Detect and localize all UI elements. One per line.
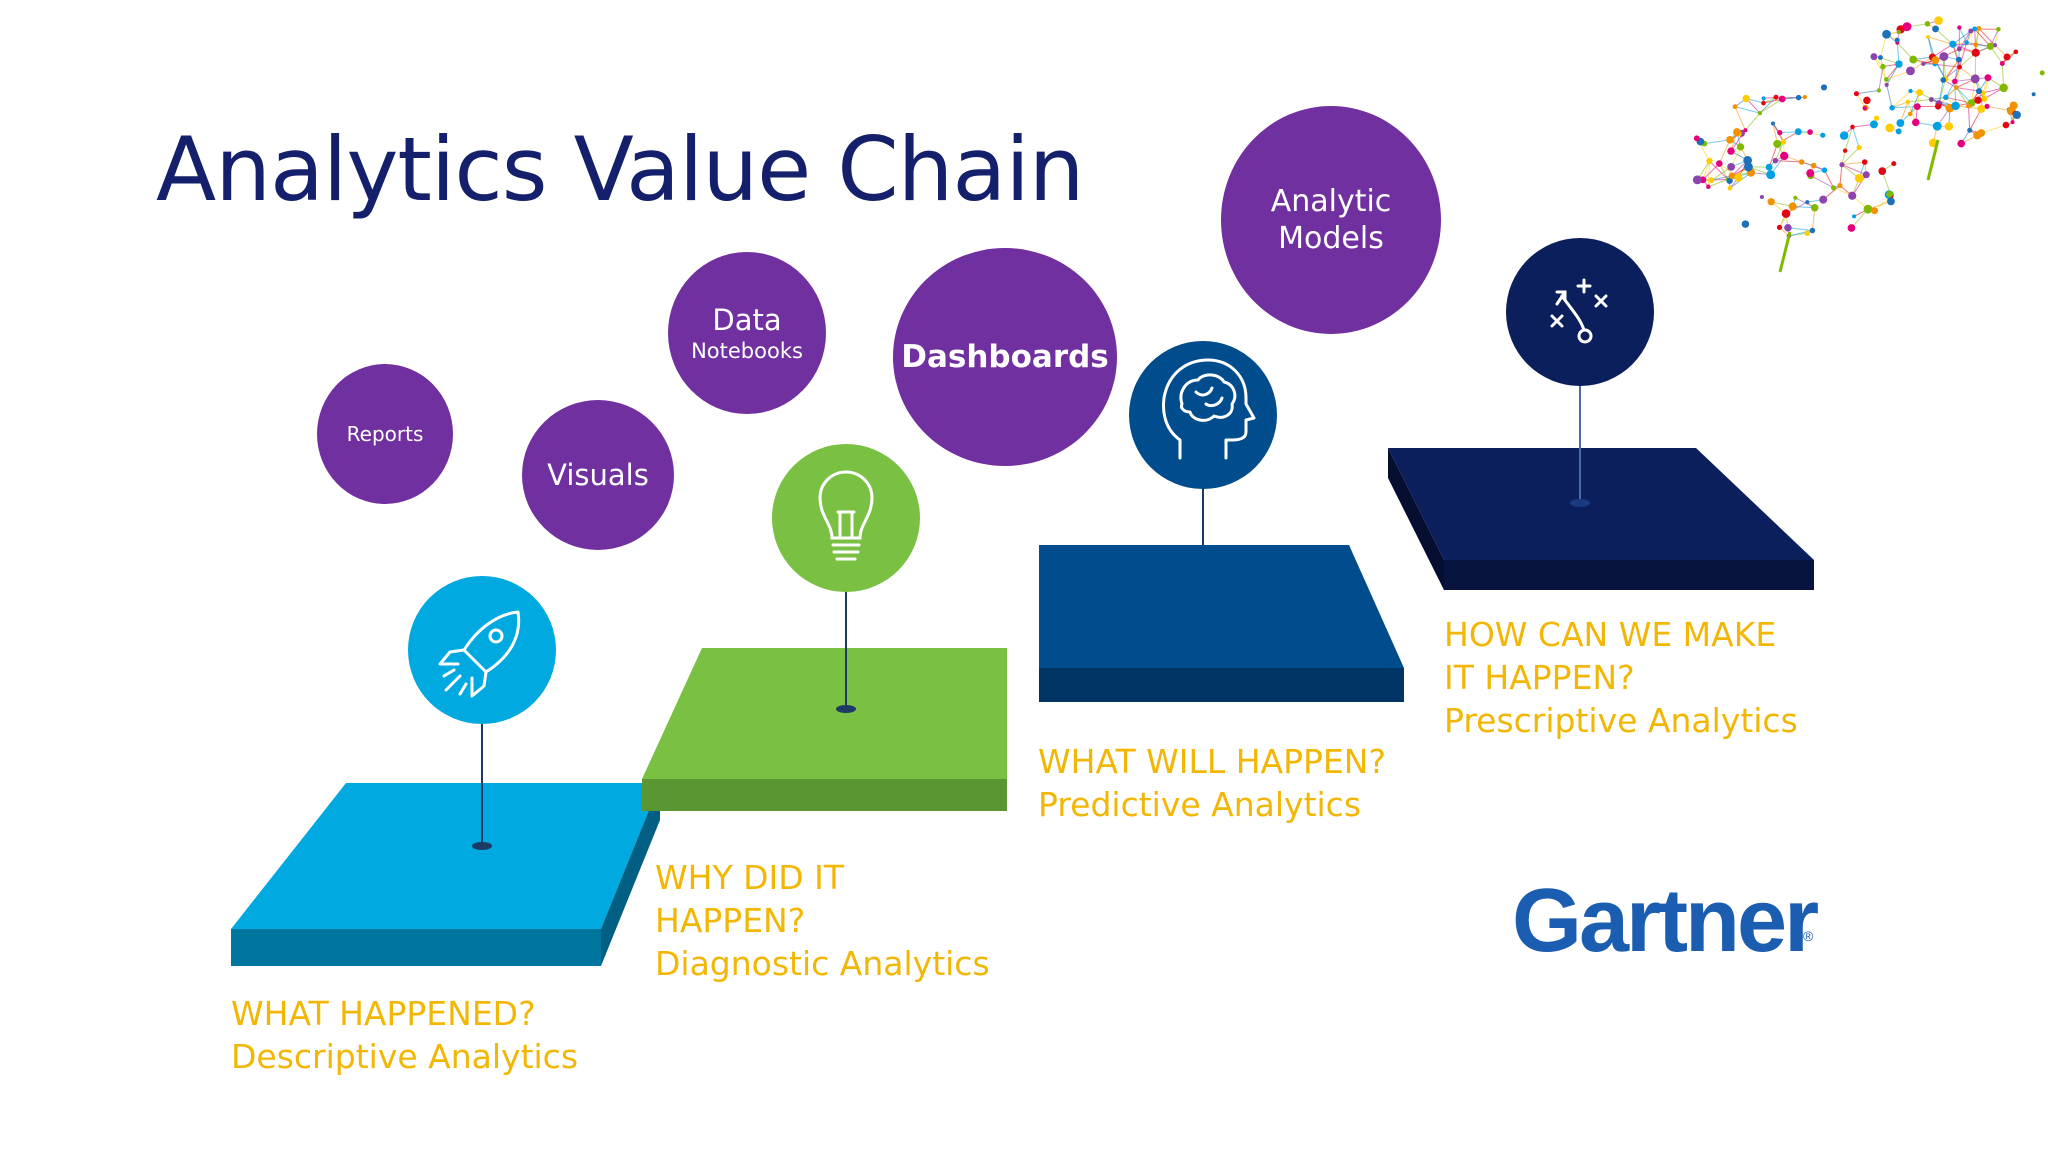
bubble-dashboards: Dashboards — [893, 248, 1117, 466]
diagnostic-name: Diagnostic Analytics — [655, 944, 990, 983]
head-circle — [1129, 341, 1277, 489]
diagnostic-platform — [642, 590, 1007, 811]
bubble-data-title: Data — [712, 302, 782, 337]
prescriptive-platform — [1388, 385, 1814, 590]
predictive-caption: WHAT WILL HAPPEN? Predictive Analytics — [1038, 740, 1386, 826]
prescriptive-question-line1: HOW CAN WE MAKE — [1444, 615, 1777, 654]
bubble-visuals-label: Visuals — [547, 457, 649, 492]
bubble-visuals: Visuals — [522, 400, 674, 550]
gartner-logo: Gartner — [1512, 871, 1819, 971]
prescriptive-question-line2: IT HAPPEN? — [1444, 658, 1635, 697]
rocket-icon — [438, 610, 521, 698]
descriptive-name: Descriptive Analytics — [231, 1037, 579, 1076]
bubble-reports: Reports — [317, 364, 453, 504]
prescriptive-name: Prescriptive Analytics — [1444, 701, 1798, 740]
prescriptive-caption: HOW CAN WE MAKE IT HAPPEN? Prescriptive … — [1444, 613, 1798, 742]
bubble-analytic-line1: Analytic — [1270, 183, 1392, 219]
predictive-question: WHAT WILL HAPPEN? — [1038, 742, 1386, 781]
lightbulb-icon — [818, 470, 874, 561]
head-brain-icon — [1162, 358, 1256, 460]
bubble-analytic-line2: Models — [1278, 221, 1384, 256]
diagnostic-question-line1: WHY DID IT — [655, 858, 845, 897]
strategy-circle — [1506, 238, 1654, 386]
rocket-circle — [408, 576, 556, 724]
bubble-data-notebooks: Data Notebooks — [668, 252, 826, 414]
registered-mark: ® — [1803, 928, 1814, 944]
lightbulb-circle — [772, 444, 920, 592]
descriptive-platform — [231, 720, 660, 966]
predictive-platform — [1039, 485, 1404, 702]
bubble-data-subtitle: Notebooks — [691, 339, 803, 363]
descriptive-caption: WHAT HAPPENED? Descriptive Analytics — [231, 992, 578, 1078]
brain-network-icon — [1692, 16, 2045, 273]
bubble-dashboards-label: Dashboards — [901, 338, 1109, 375]
page-title: Analytics Value Chain — [156, 118, 1085, 221]
diagnostic-question-line2: HAPPEN? — [655, 901, 806, 940]
bubble-analytic-models: Analytic Models — [1221, 106, 1441, 334]
diagnostic-caption: WHY DID IT HAPPEN? Diagnostic Analytics — [655, 856, 990, 985]
predictive-name: Predictive Analytics — [1038, 785, 1362, 824]
strategy-play-icon — [1550, 278, 1608, 344]
descriptive-question: WHAT HAPPENED? — [231, 994, 536, 1033]
bubble-reports-label: Reports — [346, 421, 424, 446]
